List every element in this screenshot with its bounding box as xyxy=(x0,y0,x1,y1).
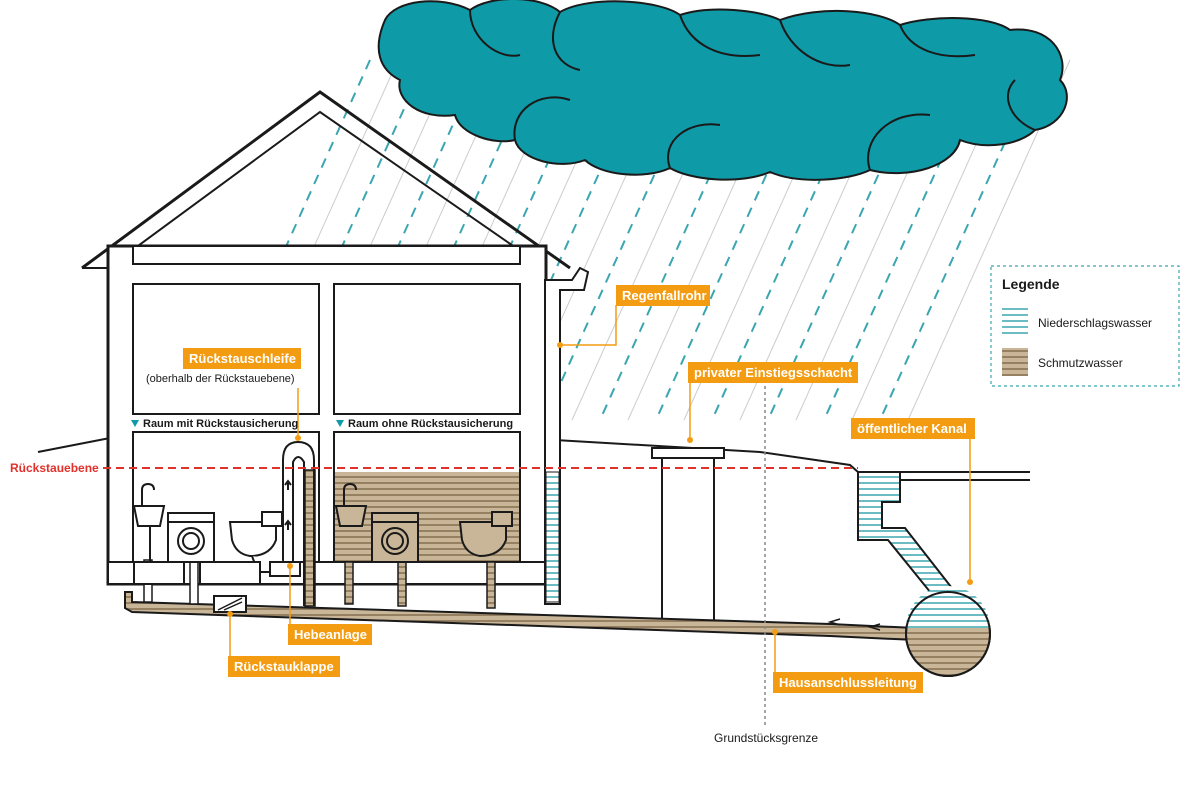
svg-text:Hebeanlage: Hebeanlage xyxy=(294,627,367,642)
rain-streak xyxy=(767,59,931,421)
backflow-level-label: Rückstauebene xyxy=(10,461,99,475)
check-valve xyxy=(213,595,247,613)
label-privater-einstiegsschacht: privater Einstiegsschacht xyxy=(688,362,858,383)
room-label-with-protection: Raum mit Rückstausicherung xyxy=(131,418,298,430)
svg-text:Regenfallrohr: Regenfallrohr xyxy=(622,288,707,303)
label-rueckstauklappe: Rückstauklappe xyxy=(228,656,340,677)
basement-left-supports xyxy=(133,561,261,585)
svg-text:(oberhalb der Rückstauebene): (oberhalb der Rückstauebene) xyxy=(146,373,295,385)
pump-unit xyxy=(269,561,301,577)
svg-text:öffentlicher Kanal: öffentlicher Kanal xyxy=(857,421,967,436)
label-oeffentlicher-kanal: öffentlicher Kanal xyxy=(851,418,975,439)
toilet-icon xyxy=(458,511,513,558)
legend-swatch-wastewater xyxy=(1002,348,1028,376)
triangle-down-icon xyxy=(336,420,344,427)
rain-streak xyxy=(599,59,763,421)
washing-machine-icon xyxy=(167,512,215,563)
svg-text:Raum mit Rückstausicherung: Raum mit Rückstausicherung xyxy=(143,418,298,430)
washbasin-icon xyxy=(334,482,368,527)
room-label-without-protection: Raum ohne Rückstausicherung xyxy=(336,418,513,430)
legend-item-wastewater: Schmutzwasser xyxy=(1038,356,1123,370)
property-boundary-label: Grundstücksgrenze xyxy=(714,731,818,745)
svg-text:Rückstauschleife: Rückstauschleife xyxy=(189,351,296,366)
backflow-loop xyxy=(282,440,315,606)
label-rueckstauschleife: Rückstauschleife (oberhalb der Rückstaue… xyxy=(146,348,301,385)
legend: Legende Niederschlagswasser Schmutzwasse… xyxy=(990,265,1180,387)
leader-lines xyxy=(229,305,971,675)
cloud-icon xyxy=(377,0,1068,181)
rain-streak xyxy=(823,59,987,421)
legend-item-rainwater: Niederschlagswasser xyxy=(1038,316,1152,330)
rain-streak xyxy=(655,59,819,421)
svg-text:privater Einstiegsschacht: privater Einstiegsschacht xyxy=(694,365,853,380)
label-hausanschlussleitung: Hausanschlussleitung xyxy=(773,672,923,693)
legend-swatch-rainwater xyxy=(1002,308,1028,336)
public-sewer xyxy=(857,471,991,677)
svg-text:Raum ohne Rückstausicherung: Raum ohne Rückstausicherung xyxy=(348,418,513,430)
triangle-down-icon xyxy=(131,420,139,427)
rain-streak xyxy=(711,59,875,421)
legend-title: Legende xyxy=(1002,276,1060,292)
rain-streak xyxy=(879,59,1043,421)
label-hebeanlage: Hebeanlage xyxy=(288,624,372,645)
inspection-shaft xyxy=(651,447,725,629)
leader-dots xyxy=(227,342,973,635)
rain-streak xyxy=(543,59,707,421)
svg-text:Hausanschlussleitung: Hausanschlussleitung xyxy=(779,675,917,690)
label-regenfallrohr: Regenfallrohr xyxy=(616,285,710,306)
svg-text:Rückstauklappe: Rückstauklappe xyxy=(234,659,334,674)
washbasin-icon xyxy=(132,482,166,562)
washing-machine-icon xyxy=(371,512,419,563)
downpipe xyxy=(544,266,590,605)
